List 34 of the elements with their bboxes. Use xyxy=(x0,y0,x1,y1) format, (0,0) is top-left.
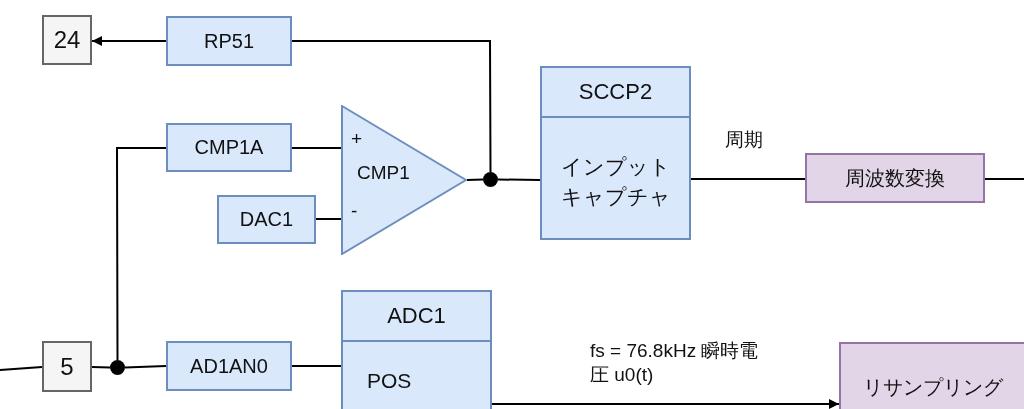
block-box: DAC1 xyxy=(217,195,316,244)
module-function: インプットキャプチャ xyxy=(559,154,672,210)
connector-line xyxy=(315,218,342,220)
arrow xyxy=(491,399,840,409)
block-box: リサンプリング xyxy=(839,342,1024,409)
connector-line xyxy=(497,178,541,181)
pin-box: 24 xyxy=(42,15,92,65)
connector-line xyxy=(91,366,111,369)
block-box: AD1AN0 xyxy=(166,341,292,391)
connector-line xyxy=(291,147,342,149)
input-sign: - xyxy=(351,199,358,223)
connector-line xyxy=(291,40,492,173)
module-title: SCCP2 xyxy=(542,68,689,118)
module-function: POS xyxy=(366,368,413,394)
block-box: 周波数変換 xyxy=(805,153,985,203)
junction-dot xyxy=(483,172,498,187)
block-box: CMP1A xyxy=(166,123,292,172)
junction-dot xyxy=(110,360,125,375)
connector-line xyxy=(291,365,342,367)
pin-box: 5 xyxy=(42,341,92,392)
connector-line xyxy=(116,147,167,361)
comparator-label: CMP1 xyxy=(357,161,410,185)
arrow xyxy=(91,36,167,46)
module-box xyxy=(341,290,492,409)
connector-line xyxy=(124,365,167,369)
module-title: ADC1 xyxy=(343,292,490,342)
connector-line xyxy=(984,178,1024,180)
connector-line xyxy=(690,178,806,180)
input-sign: + xyxy=(351,127,363,151)
connector-line xyxy=(466,178,484,181)
module-box xyxy=(540,66,691,240)
block-box: RP51 xyxy=(166,16,292,66)
connector-line xyxy=(0,366,43,371)
comparator-triangle xyxy=(341,105,467,255)
